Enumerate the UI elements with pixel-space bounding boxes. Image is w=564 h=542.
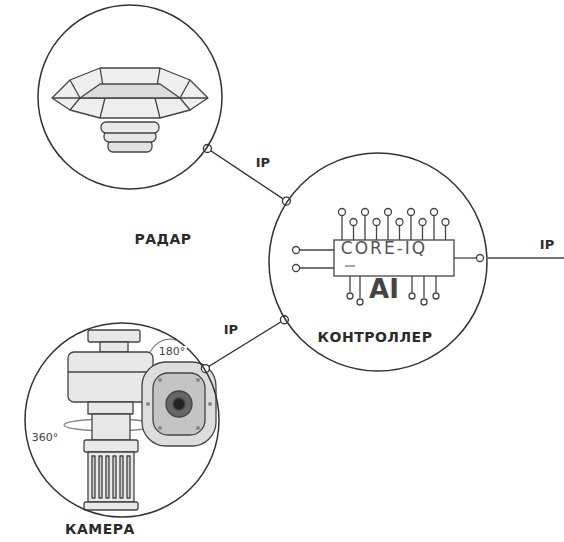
circle-outline: [24, 322, 220, 518]
circle-outline: [37, 4, 223, 190]
chip-caption: AI: [369, 275, 399, 304]
edge-label: IP: [222, 323, 240, 337]
connector-line: [207, 149, 286, 202]
node-heading: КОНТРОЛЛЕР: [318, 330, 433, 345]
circle-border: [25, 323, 219, 517]
circle-node: КАМЕРА: [24, 322, 220, 518]
angle-label: 180°: [158, 346, 187, 358]
node-heading: РАДАР: [134, 232, 191, 247]
radar-illustration: [52, 68, 208, 152]
angle-label: 360°: [31, 432, 60, 444]
chip-label: CORE-IQ: [341, 239, 427, 258]
interface-label: IP: [538, 238, 556, 252]
connector-line: [205, 320, 284, 369]
node-heading: КАМЕРА: [65, 522, 135, 537]
circle-node: CORE-IQ AI КОНТРОЛЛЕР: [268, 152, 488, 372]
chip-illustration: [293, 209, 564, 306]
circle-border: [269, 153, 487, 371]
edge-label: IP: [254, 156, 272, 170]
circle-node: РАДАР: [37, 4, 223, 190]
circle-border: [38, 5, 222, 189]
camera-illustration: [64, 330, 216, 510]
